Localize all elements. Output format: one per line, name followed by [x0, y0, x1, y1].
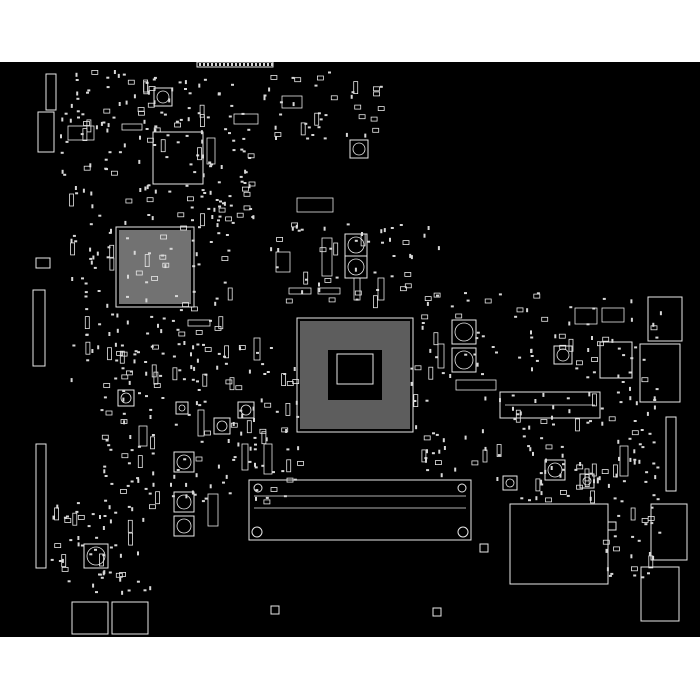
right-bottom-socket[interactable]: [640, 503, 688, 622]
right-connector-strip[interactable]: [499, 391, 601, 419]
left-connector-mid[interactable]: [32, 257, 51, 367]
sodimm-slot[interactable]: [248, 479, 472, 541]
usb-port-1[interactable]: [71, 601, 109, 635]
pcb-outline-drawing: [32, 62, 688, 635]
top-edge-connector[interactable]: [196, 62, 274, 68]
large-pad-right[interactable]: [509, 503, 609, 585]
left-connector-long[interactable]: [35, 443, 47, 569]
pcb-layout-canvas[interactable]: [0, 62, 700, 637]
usb-port-2[interactable]: [111, 601, 149, 635]
right-edge-connector[interactable]: [665, 416, 677, 492]
bga-chip-left[interactable]: [115, 226, 195, 308]
right-top-connector[interactable]: [599, 296, 683, 403]
cpu-socket[interactable]: [296, 317, 414, 433]
smd-component-field: [50, 69, 662, 617]
viewer-bottom-margin: [0, 637, 700, 700]
ec-controller-chip[interactable]: [152, 131, 204, 185]
left-connector-top[interactable]: [37, 73, 57, 153]
capacitor-group: [83, 87, 595, 569]
